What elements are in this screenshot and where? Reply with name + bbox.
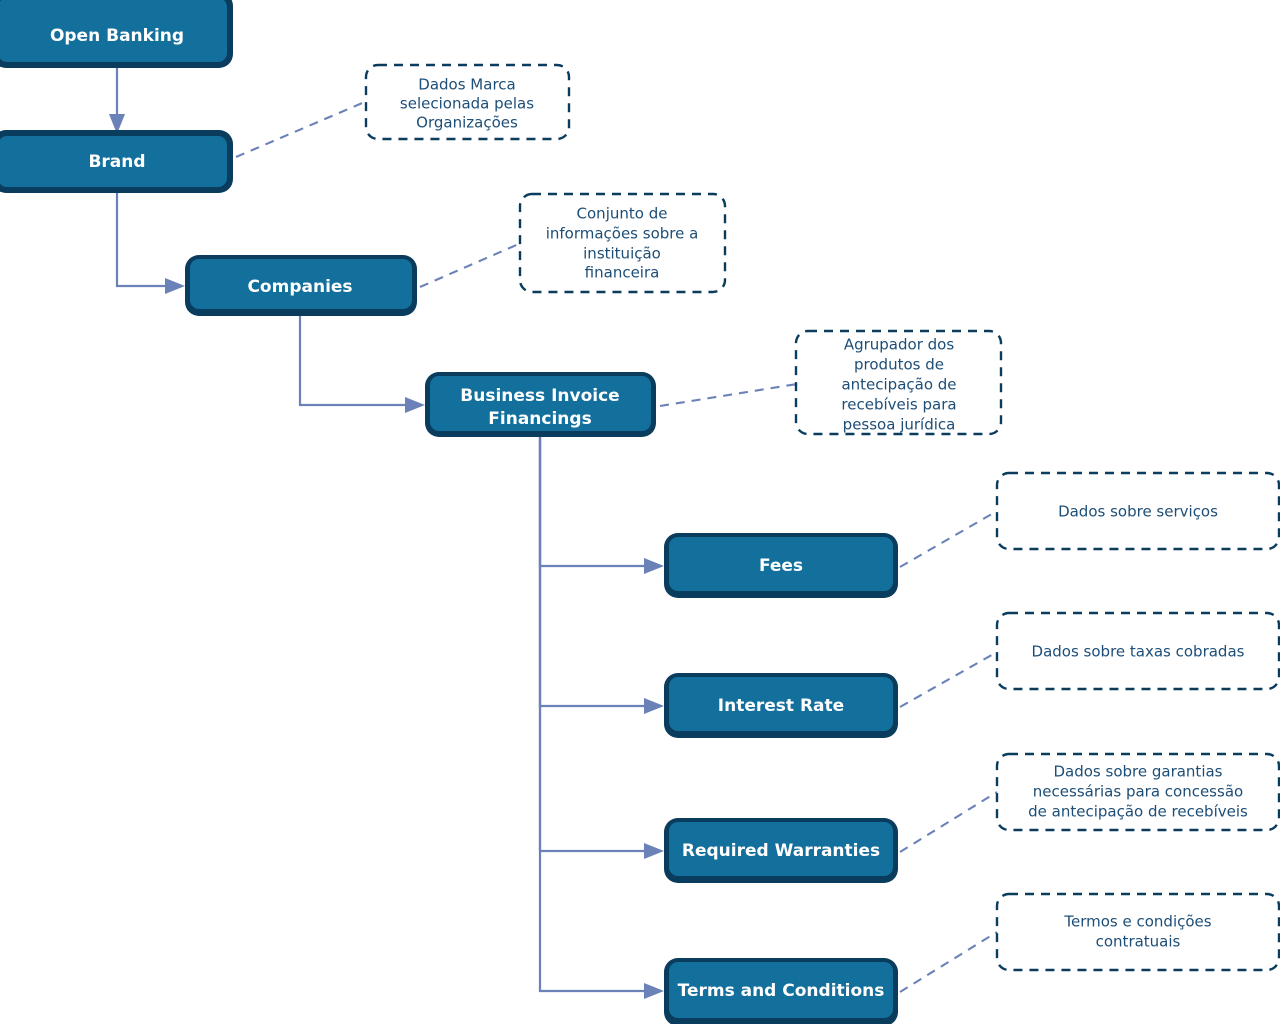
node-terms-and-conditions-label: Terms and Conditions <box>678 981 885 1001</box>
note-brand-line-2: selecionada pelas <box>400 95 534 113</box>
node-brand[interactable]: Brand <box>0 130 233 193</box>
note-companies-line-3: instituição <box>583 245 661 263</box>
note-required-warranties-line-3: de antecipação de recebíveis <box>1028 803 1248 821</box>
edge-bif-to-interest-rate <box>538 437 664 714</box>
node-business-invoice-financings[interactable]: Business Invoice Financings <box>425 372 656 437</box>
note-fees-line-1: Dados sobre serviços <box>1058 503 1218 521</box>
note-terms-and-conditions-line-2: contratuais <box>1096 933 1181 951</box>
edge-bif-to-terms-and-conditions <box>538 437 664 999</box>
node-companies[interactable]: Companies <box>185 255 417 316</box>
node-required-warranties[interactable]: Required Warranties <box>664 818 898 883</box>
edge-companies-to-business-invoice-financings <box>298 315 425 413</box>
note-companies-line-4: financeira <box>585 264 660 282</box>
edge-bif-to-required-warranties <box>538 437 664 859</box>
note-business-invoice-financings: Agrupador dos produtos de antecipação de… <box>794 329 1003 436</box>
edge-open-banking-to-brand <box>109 68 125 134</box>
edge-brand-to-companies <box>115 193 185 294</box>
edge-bif-to-fees <box>538 437 664 574</box>
note-interest-rate: Dados sobre taxas cobradas <box>995 611 1280 691</box>
node-fees[interactable]: Fees <box>664 533 898 598</box>
node-bif-label-line2: Financings <box>488 409 591 429</box>
node-open-banking[interactable]: Open Banking <box>0 0 233 68</box>
note-terms-and-conditions-line-1: Termos e condições <box>1063 913 1211 931</box>
leader-brand-note <box>235 100 368 158</box>
note-bif-line-2: produtos de <box>854 356 944 374</box>
note-companies-line-1: Conjunto de <box>577 205 668 223</box>
node-interest-rate[interactable]: Interest Rate <box>664 673 898 738</box>
note-required-warranties-line-1: Dados sobre garantias <box>1053 763 1222 781</box>
leader-fees-note <box>899 510 998 568</box>
leader-interest-rate-note <box>899 651 998 708</box>
note-fees: Dados sobre serviços <box>995 471 1280 551</box>
node-brand-label: Brand <box>88 152 145 172</box>
node-interest-rate-label: Interest Rate <box>718 696 844 716</box>
node-terms-and-conditions[interactable]: Terms and Conditions <box>664 958 898 1024</box>
note-interest-rate-line-1: Dados sobre taxas cobradas <box>1032 643 1245 661</box>
leader-terms-and-conditions-note <box>899 931 998 993</box>
node-required-warranties-label: Required Warranties <box>682 841 880 861</box>
node-fees-label: Fees <box>759 556 803 576</box>
note-bif-line-1: Agrupador dos <box>844 336 955 354</box>
note-bif-line-5: pessoa jurídica <box>843 416 956 434</box>
note-bif-line-4: recebíveis para <box>841 396 956 414</box>
node-open-banking-label: Open Banking <box>50 26 184 46</box>
leader-required-warranties-note <box>899 791 998 853</box>
leader-bif-note <box>659 382 798 408</box>
note-required-warranties-line-2: necessárias para concessão <box>1033 783 1243 801</box>
leader-companies-note <box>419 242 522 288</box>
note-brand-line-3: Organizações <box>416 114 518 132</box>
note-required-warranties: Dados sobre garantias necessárias para c… <box>995 752 1280 832</box>
note-brand-line-1: Dados Marca <box>418 76 515 94</box>
note-companies-line-2: informações sobre a <box>546 225 699 243</box>
note-terms-and-conditions: Termos e condições contratuais <box>995 892 1280 972</box>
node-companies-label: Companies <box>247 277 352 297</box>
note-bif-line-3: antecipação de <box>841 376 956 394</box>
note-brand: Dados Marca selecionada pelas Organizaçõ… <box>364 63 571 141</box>
note-companies: Conjunto de informações sobre a institui… <box>518 192 727 294</box>
node-bif-label-line1: Business Invoice <box>460 386 619 406</box>
